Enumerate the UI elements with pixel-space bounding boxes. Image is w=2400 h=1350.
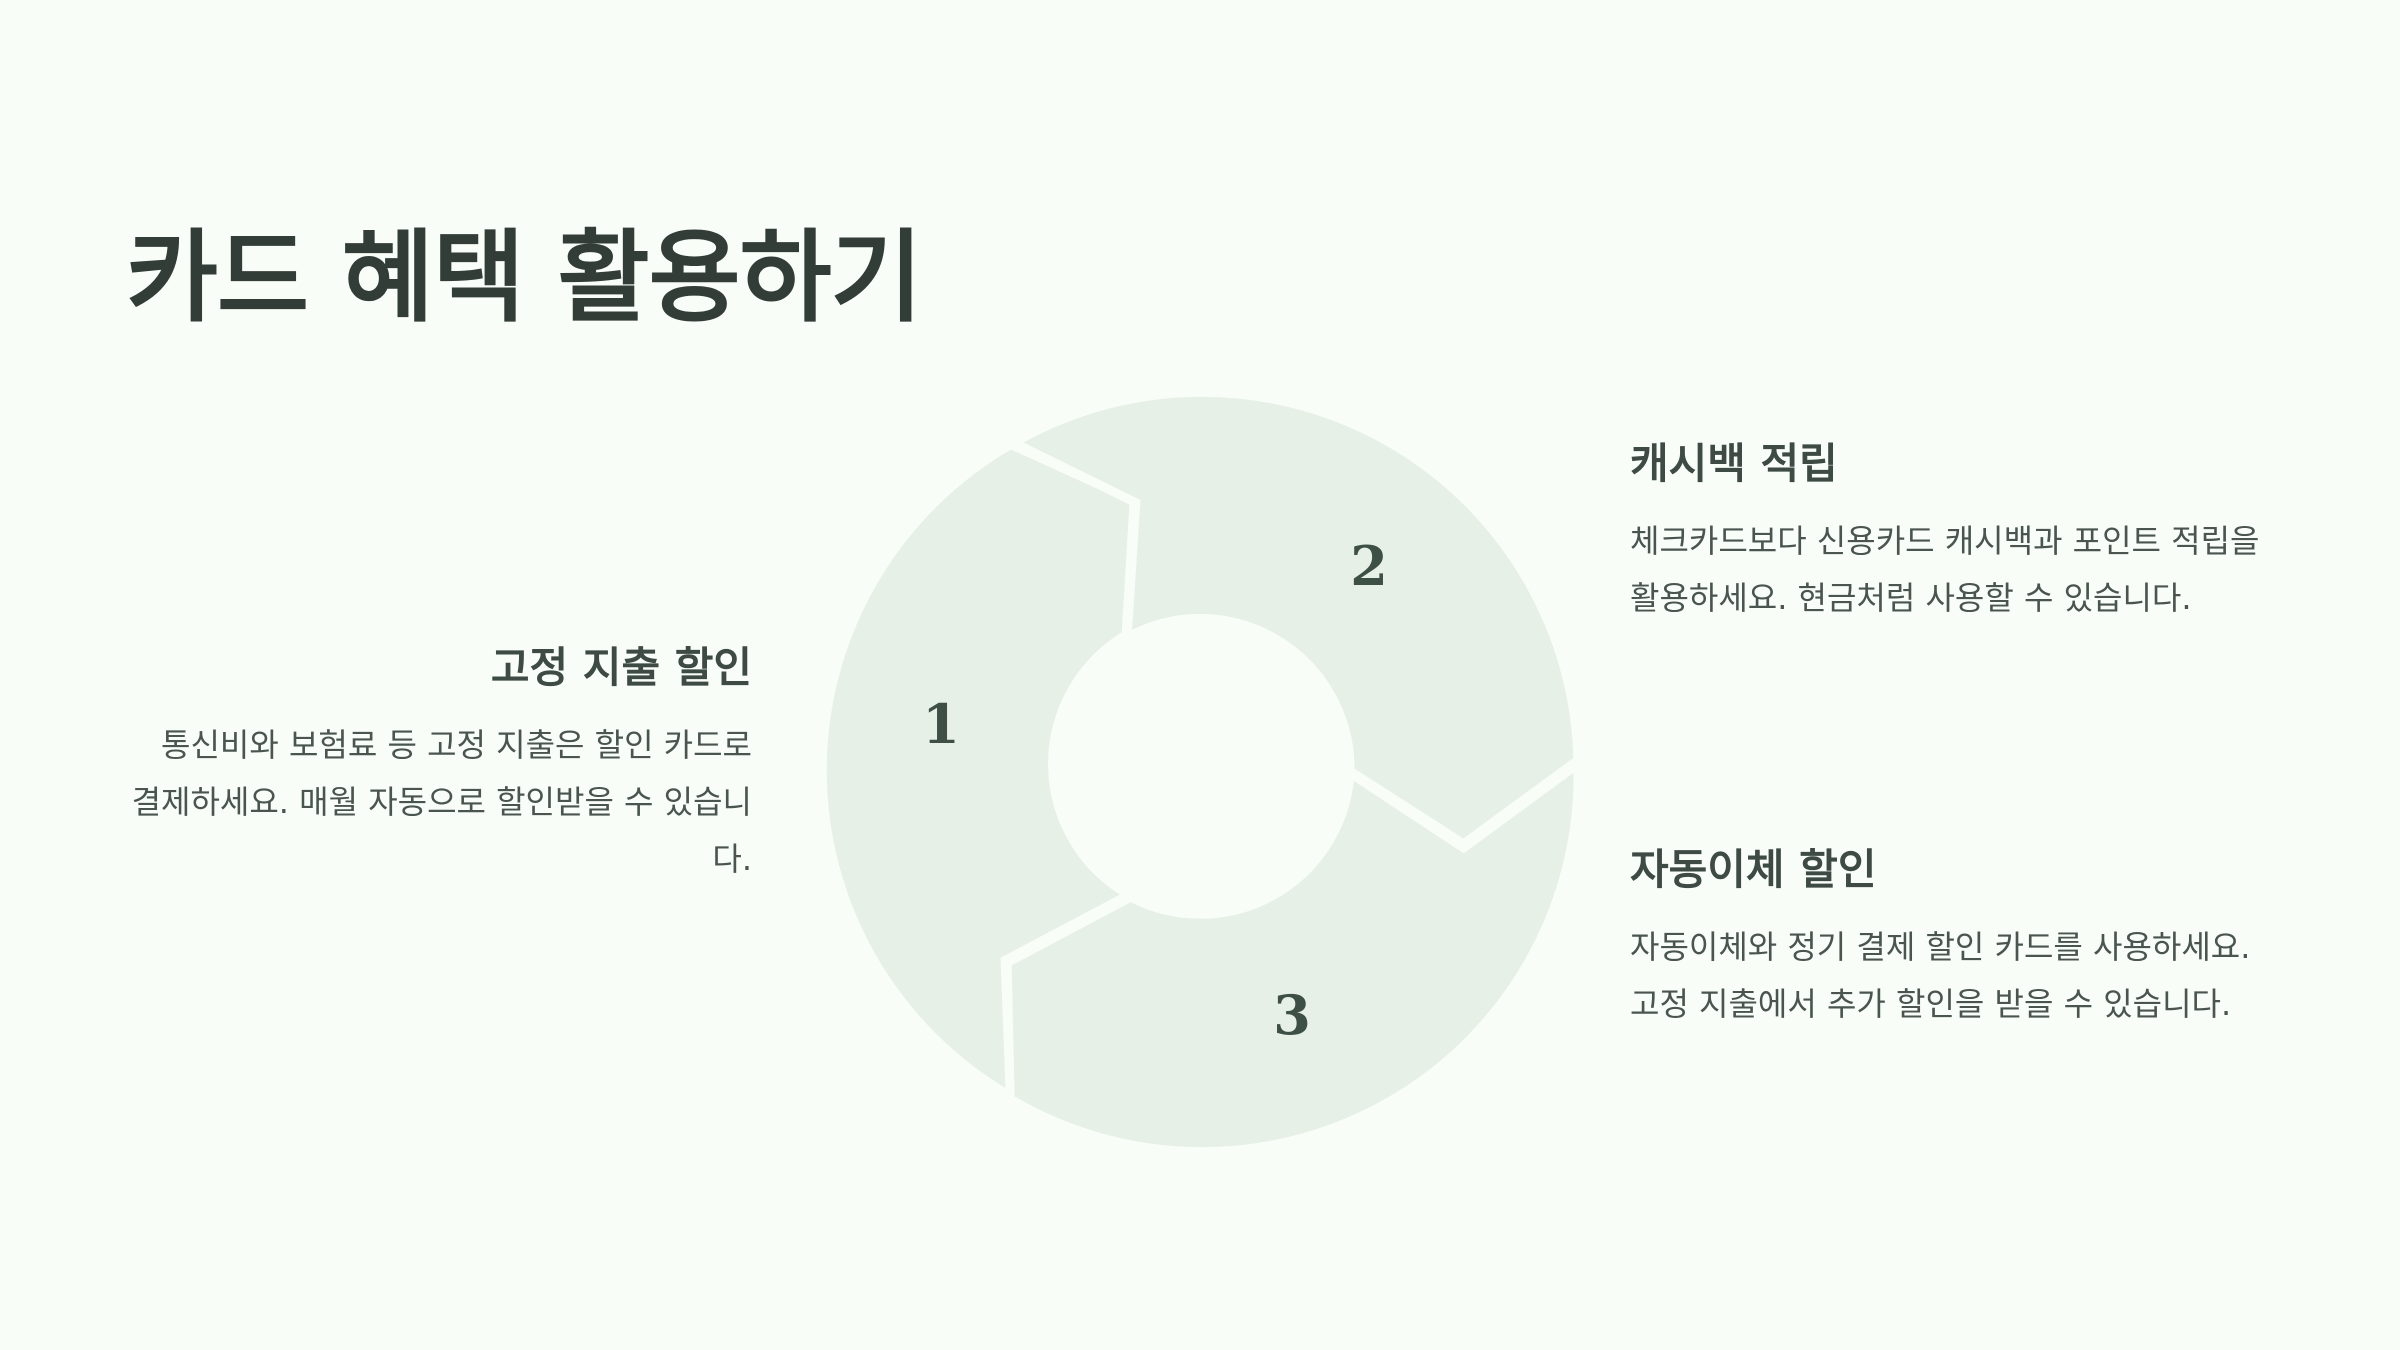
cashback-heading: 캐시백 적립 — [1630, 439, 1838, 488]
step-number-1: 1 — [922, 692, 960, 756]
cashback-text: 체크카드보다 신용카드 캐시백과 포인트 적립을 활용하세요. 현금처럼 사용할… — [1630, 522, 2260, 617]
cycle-segment-3 — [1002, 755, 1583, 1157]
cashback-block: 캐시백 적립 체크카드보다 신용카드 캐시백과 포인트 적립을 활용하세요. 현… — [1630, 430, 2280, 627]
cycle-segment-2 — [1004, 387, 1583, 850]
fixed-expense-heading: 고정 지출 할인 — [490, 643, 752, 692]
fixed-expense-text: 통신비와 보험료 등 고정 지출은 할인 카드로 결제하세요. 매월 자동으로 … — [131, 726, 752, 878]
slide-title: 카드 혜택 활용하기 — [126, 219, 923, 336]
step-number-3: 3 — [1273, 983, 1311, 1047]
autopay-block: 자동이체 할인 자동이체와 정기 결제 할인 카드를 사용하세요. 고정 지출에… — [1630, 836, 2280, 1033]
autopay-text: 자동이체와 정기 결제 할인 카드를 사용하세요. 고정 지출에서 추가 할인을… — [1630, 928, 2251, 1023]
fixed-expense-block: 고정 지출 할인 통신비와 보험료 등 고정 지출은 할인 카드로 결제하세요.… — [126, 634, 752, 888]
step-number-2: 2 — [1350, 534, 1388, 598]
autopay-heading: 자동이체 할인 — [1630, 845, 1877, 894]
